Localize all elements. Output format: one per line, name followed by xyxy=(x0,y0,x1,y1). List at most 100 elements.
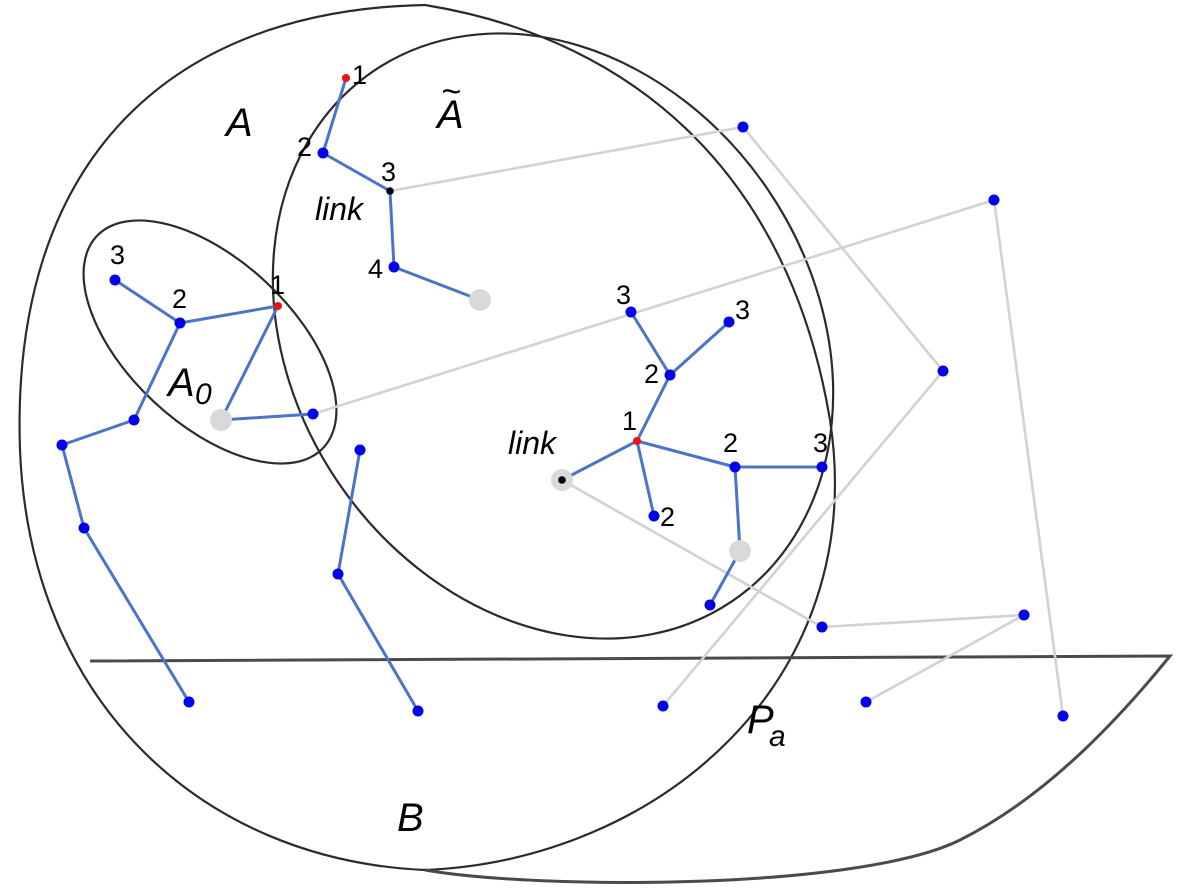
red-root-node xyxy=(274,302,282,310)
blue-edge xyxy=(336,572,420,713)
blue-edge xyxy=(219,412,315,422)
node-number: 1 xyxy=(352,60,367,90)
blue-node xyxy=(657,700,669,712)
gray-edge xyxy=(741,125,945,373)
link-label-upper: link xyxy=(315,191,365,227)
region-pa-boundary xyxy=(89,654,1174,884)
blue-node xyxy=(988,194,1000,206)
blue-node xyxy=(723,316,735,328)
gray-node xyxy=(210,409,232,431)
blue-edge xyxy=(635,373,672,443)
blue-node xyxy=(174,317,186,329)
blue-edge xyxy=(635,439,737,469)
blue-node xyxy=(860,696,872,708)
node-number: 2 xyxy=(644,359,659,389)
label-a0-subscript: 0 xyxy=(195,378,212,411)
blue-node xyxy=(307,408,319,420)
blue-edges xyxy=(60,76,824,713)
gray-edge xyxy=(820,613,1026,629)
node-number: 4 xyxy=(368,254,383,284)
blue-node xyxy=(183,696,195,708)
blue-node xyxy=(937,365,949,377)
blue-node xyxy=(354,444,366,456)
link-node xyxy=(558,476,566,484)
label-b: B xyxy=(397,796,424,840)
label-pa: P xyxy=(747,698,774,742)
gray-node xyxy=(469,289,491,311)
blue-edge xyxy=(321,151,392,193)
region-a-tilde-boundary xyxy=(424,3,836,872)
blue-node xyxy=(729,461,741,473)
blue-node xyxy=(317,147,329,159)
node-number: 3 xyxy=(110,240,125,270)
blue-node xyxy=(664,369,676,381)
blue-node xyxy=(737,121,749,133)
set-labels: A A ~ A 0 B P a xyxy=(166,73,786,840)
blue-edge xyxy=(388,189,396,269)
blue-node xyxy=(388,261,400,273)
blue-edge xyxy=(60,418,136,447)
region-a-boundary xyxy=(18,3,426,872)
label-a-tilde-mark: ~ xyxy=(441,73,461,111)
blue-edge xyxy=(629,310,672,377)
link-labels: link link xyxy=(315,191,558,461)
red-root-node xyxy=(633,437,641,445)
label-pa-subscript: a xyxy=(769,720,786,753)
blue-node xyxy=(332,568,344,580)
gray-edge xyxy=(560,478,824,629)
node-number: 2 xyxy=(660,502,675,532)
blue-node xyxy=(412,705,424,717)
node-number: 3 xyxy=(813,428,828,458)
label-a-tilde: A xyxy=(435,93,464,137)
node-number: 3 xyxy=(616,280,631,310)
red-root-node xyxy=(342,74,350,82)
node-number: 3 xyxy=(381,157,396,187)
gray-edge xyxy=(311,198,996,416)
blue-node xyxy=(816,621,828,633)
region-a0-ellipse xyxy=(82,219,338,465)
blue-edge xyxy=(113,278,182,325)
link-node xyxy=(386,187,394,195)
blue-edge xyxy=(321,76,348,155)
blue-edge xyxy=(132,321,182,422)
blue-edge xyxy=(60,443,86,530)
blue-node xyxy=(648,510,660,522)
gray-node xyxy=(729,540,751,562)
black-nodes xyxy=(386,187,566,484)
gray-edge xyxy=(388,125,745,193)
gray-edge xyxy=(864,613,1026,704)
blue-edge xyxy=(178,304,280,325)
blue-edge xyxy=(733,465,742,553)
blue-node xyxy=(78,522,90,534)
node-number: 2 xyxy=(723,428,738,458)
blue-node xyxy=(109,274,121,286)
blue-node xyxy=(128,414,140,426)
node-number: 3 xyxy=(735,295,750,325)
blue-edge xyxy=(219,304,280,422)
label-a: A xyxy=(224,101,253,145)
node-number: 2 xyxy=(297,132,312,162)
label-a0: A xyxy=(166,361,195,405)
blue-node xyxy=(625,306,637,318)
node-number: 2 xyxy=(172,284,187,314)
node-number: 1 xyxy=(622,406,637,436)
blue-nodes xyxy=(56,121,1069,722)
blue-edge xyxy=(392,265,482,302)
link-label-lower: link xyxy=(508,425,558,461)
blue-node xyxy=(704,599,716,611)
gray-edges xyxy=(311,125,1065,718)
gray-edge xyxy=(992,198,1065,718)
region-outlines xyxy=(18,3,1174,884)
red-nodes xyxy=(274,74,641,445)
blue-edge xyxy=(635,439,656,518)
blue-edge xyxy=(82,526,191,704)
blue-node xyxy=(1018,609,1030,621)
blue-node xyxy=(56,439,68,451)
node-number-labels: 1 2 3 4 3 2 1 3 3 2 1 2 3 2 xyxy=(110,60,828,532)
blue-edge xyxy=(668,320,731,377)
blue-edge xyxy=(560,439,639,482)
gray-edge xyxy=(661,369,945,708)
blue-edge xyxy=(336,448,362,576)
blue-node xyxy=(1057,710,1069,722)
